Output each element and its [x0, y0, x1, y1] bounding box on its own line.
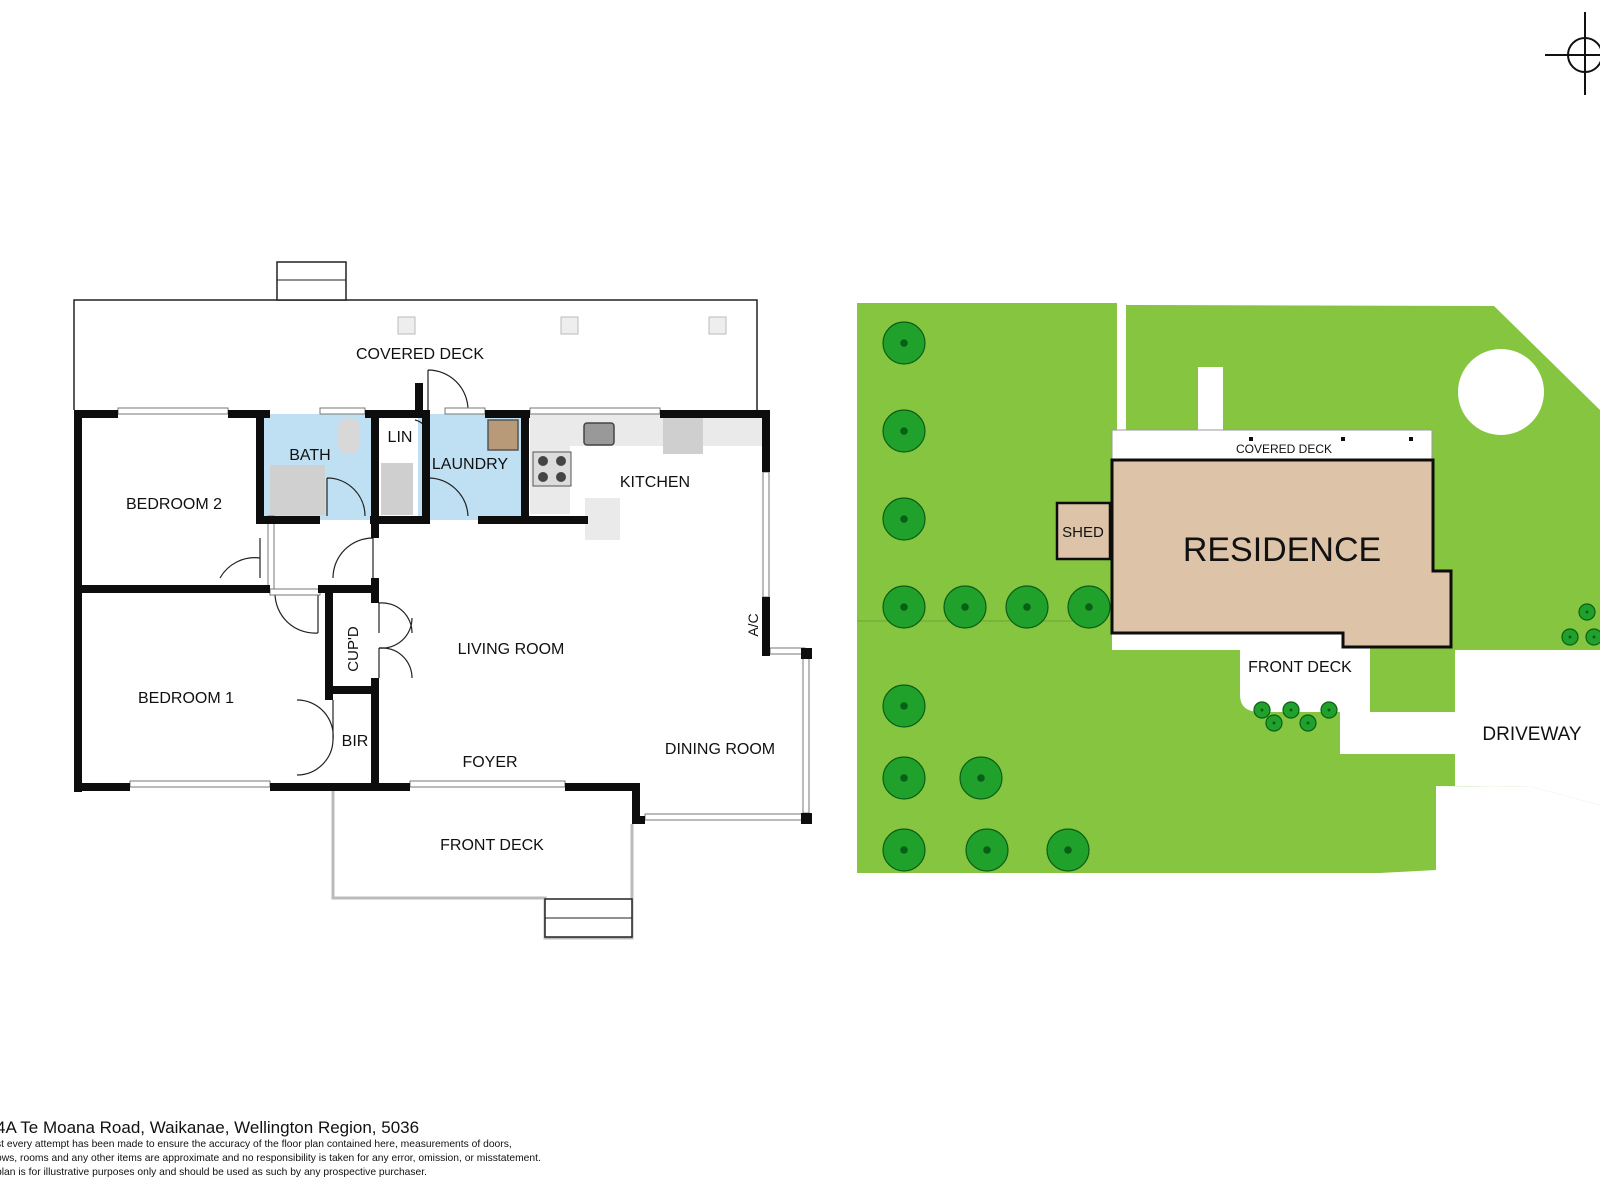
room-label-bath: BATH	[289, 447, 330, 464]
tree-trunk-dot	[1289, 708, 1293, 712]
residence-footprint	[1110, 458, 1453, 649]
tree-trunk-dot	[900, 427, 908, 435]
site-covered-deck	[1111, 429, 1433, 461]
room-label-bedroom-2: BEDROOM 2	[126, 496, 222, 513]
tree-trunk-dot	[1023, 603, 1031, 611]
room-label-ac: A/C	[745, 613, 761, 636]
footer: 4A Te Moana Road, Waikanae, Wellington R…	[0, 1118, 660, 1180]
burner	[538, 472, 548, 482]
tree-trunk-dot	[1585, 610, 1589, 614]
site-plan: COVERED DECK SHED RESIDENCE FRONT DECK D…	[857, 303, 1600, 873]
driveway-path	[1340, 712, 1460, 754]
covered-deck-steps	[276, 261, 347, 301]
laundry-tub	[487, 419, 519, 451]
tree-trunk-dot	[961, 603, 969, 611]
disclaimer-line-2: ows, rooms and any other items are appro…	[0, 1153, 541, 1164]
site-residence-label: RESIDENCE	[1183, 531, 1381, 569]
garden-path	[1117, 303, 1126, 430]
site-front-deck-area	[1240, 633, 1370, 712]
tree-trunk-dot	[900, 774, 908, 782]
tree-trunk-dot	[1064, 846, 1072, 854]
tree-trunk-dot	[977, 774, 985, 782]
room-label-covered-deck: COVERED DECK	[356, 346, 484, 363]
bathtub	[270, 465, 325, 515]
site-covered-deck-label: COVERED DECK	[1236, 442, 1332, 456]
water-tank	[1458, 349, 1544, 435]
deck-post	[708, 316, 727, 335]
tree-trunk-dot	[1568, 635, 1572, 639]
burner	[538, 456, 548, 466]
deck-post	[1409, 437, 1413, 441]
fridge-space	[663, 414, 703, 454]
rear-steps	[1198, 367, 1223, 430]
disclaimer-line-1: st every attempt has been made to ensure…	[0, 1139, 512, 1150]
burner	[556, 472, 566, 482]
kitchen-sink	[583, 422, 615, 446]
shed	[1055, 501, 1112, 561]
disclaimer-line-3: plan is for illustrative purposes only a…	[0, 1167, 428, 1178]
tree-trunk-dot	[1272, 721, 1276, 725]
site-front-deck-label: FRONT DECK	[1248, 659, 1352, 676]
property-address: 4A Te Moana Road, Waikanae, Wellington R…	[0, 1118, 420, 1137]
tree-trunk-dot	[1327, 708, 1331, 712]
site-trees	[882, 321, 1600, 872]
room-label-laundry: LAUNDRY	[432, 456, 509, 473]
burner	[556, 456, 566, 466]
tree-trunk-dot	[900, 339, 908, 347]
driveway-area	[1455, 650, 1600, 805]
walls	[74, 383, 812, 824]
room-label-bir: BIR	[342, 733, 369, 750]
tree-trunk-dot	[1085, 603, 1093, 611]
deck-post	[397, 316, 416, 335]
cooktop	[532, 451, 572, 487]
deck-post	[560, 316, 579, 335]
room-label-lin: LIN	[388, 429, 413, 446]
room-label-kitchen: KITCHEN	[620, 474, 690, 491]
room-label-bedroom-1: BEDROOM 1	[138, 690, 234, 707]
room-label-living-room: LIVING ROOM	[458, 641, 565, 658]
room-label-front-deck: FRONT DECK	[440, 837, 544, 854]
room-label-cupd: CUP'D	[345, 626, 362, 672]
north-compass-icon	[1545, 12, 1600, 95]
tree-trunk-dot	[900, 702, 908, 710]
tree-trunk-dot	[900, 846, 908, 854]
room-label-dining-room: DINING ROOM	[665, 741, 775, 758]
tree-trunk-dot	[983, 846, 991, 854]
tree-trunk-dot	[900, 603, 908, 611]
windows	[117, 407, 810, 821]
site-driveway-label: DRIVEWAY	[1482, 724, 1582, 745]
tree-trunk-dot	[1306, 721, 1310, 725]
tree-trunk-dot	[1260, 708, 1264, 712]
vanity	[381, 463, 413, 515]
kitchen-island	[585, 498, 620, 540]
site-front-deck	[1112, 633, 1240, 650]
tree-trunk-dot	[1592, 635, 1596, 639]
room-label-foyer: FOYER	[462, 754, 517, 771]
floor-plan: COVERED DECK BATH LIN LAUNDRY KITCHEN BE…	[73, 261, 812, 940]
kitchen-bench	[530, 414, 762, 446]
covered-deck-outline	[73, 299, 758, 410]
site-shed-label: SHED	[1062, 524, 1104, 541]
bath-toilet	[338, 418, 360, 454]
tree-trunk-dot	[900, 515, 908, 523]
deck-post	[1249, 437, 1253, 441]
deck-post	[1341, 437, 1345, 441]
